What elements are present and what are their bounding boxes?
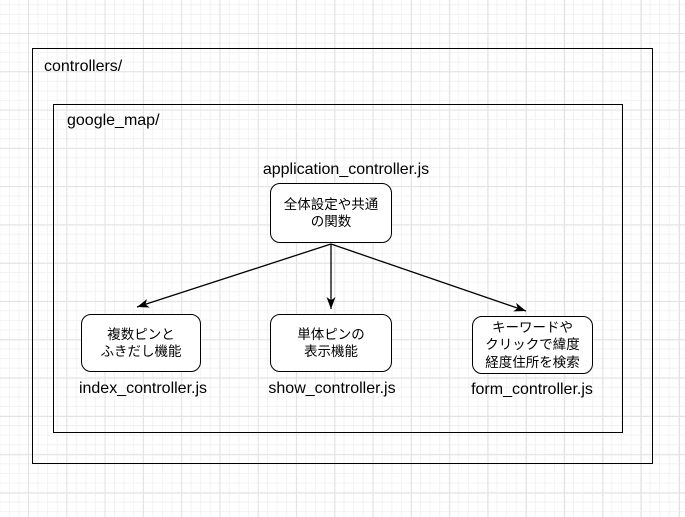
google-map-folder-frame	[53, 104, 623, 433]
show-controller-node: 単体ピンの 表示機能	[270, 314, 392, 372]
index-controller-node: 複数ピンと ふきだし機能	[81, 314, 201, 372]
index-controller-file-label: index_controller.js	[78, 380, 208, 397]
form-controller-file-label: form_controller.js	[471, 381, 593, 398]
controllers-folder-frame	[32, 48, 653, 464]
application-controller-node: 全体設定や共通 の関数	[270, 183, 392, 243]
show-controller-file-label: show_controller.js	[268, 380, 396, 397]
google-map-folder-label: google_map/	[67, 112, 160, 129]
form-controller-node: キーワードや クリックで緯度 経度住所を検索	[472, 316, 593, 374]
controllers-folder-label: controllers/	[44, 58, 123, 75]
application-controller-file-label: application_controller.js	[262, 161, 430, 178]
